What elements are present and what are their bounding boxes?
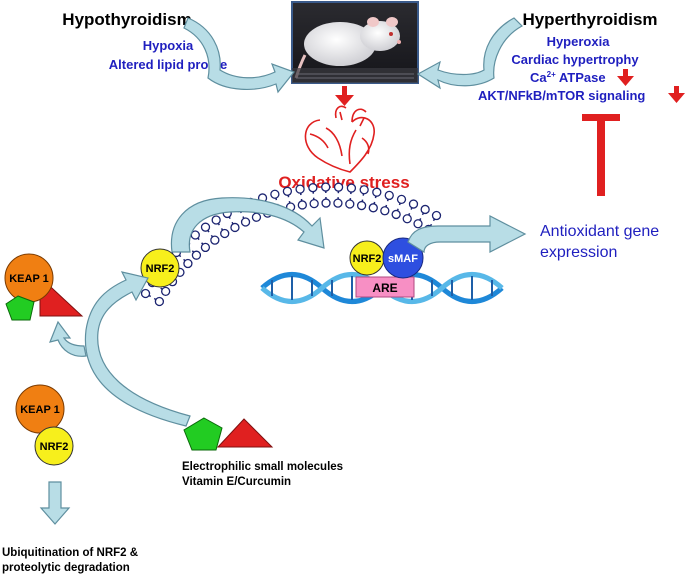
keap1-top-label: KEAP 1 [9,273,49,285]
nrf2-free-circle [140,248,180,288]
smaf-label: sMAF [388,253,418,265]
lipid-head [391,209,401,220]
lipid-head [183,258,193,269]
rat-photo [291,1,419,84]
lipid-head [282,186,293,196]
rat-to-heart-arrow [335,86,354,106]
are-element [355,276,415,298]
lipid-head [431,210,442,221]
lipid-head [297,200,307,210]
are-label: ARE [372,281,397,295]
lipid-head [270,189,280,199]
electrophile-pentagon [5,295,35,321]
lipid-head [211,215,221,225]
akt-signaling-label: AKT/NFkB/mTOR signaling [478,88,645,103]
lipid-head [372,187,382,197]
smaf-circle [382,237,424,279]
expression-label: expression [540,244,617,261]
lipid-head [191,250,202,260]
keap1-bottom-label: KEAP 1 [20,404,60,416]
electrophilic-label: Electrophilic small molecules [182,461,343,473]
lipid-head [420,204,430,215]
electrophile-triangle-free [216,418,274,448]
hyperthyroidism-title: Hyperthyroidism [522,10,657,29]
lipid-head [345,199,355,209]
lipid-head [308,183,318,193]
nrf2-free-label: NRF2 [146,263,175,275]
lipid-head [295,184,305,194]
inhibit-bar-icon [582,114,620,196]
lipid-head [396,194,407,205]
lipid-head [333,198,343,208]
lipid-head [408,199,419,209]
electrophile-pentagon-free [183,417,223,451]
hypo-to-rat-arrow [183,17,295,94]
nrf2-bound-label: NRF2 [40,441,69,453]
lipid-head [200,242,211,253]
ubiquitination-label: Ubiquitination of NRF2 & [2,547,138,559]
gene-expression-arrow [407,215,527,254]
lipid-profile-label: Altered lipid profile [109,57,227,72]
lipid-head [384,190,394,201]
nrf2-translocation-arrow [170,197,325,253]
lipid-head [200,222,211,232]
lipid-head [402,214,412,224]
lipid-head [413,219,423,229]
lipid-head [251,212,262,222]
down-arrow-icon [668,86,685,103]
lipid-head [356,200,367,211]
lipid-head [321,182,331,192]
hyper-to-rat-arrow [416,17,523,90]
lipid-head [161,286,171,297]
keap1-modification-arrow [49,320,87,357]
lipid-head [309,198,319,209]
heart-icon [304,105,375,173]
lipid-head [346,183,357,193]
vitamin-label: Vitamin E/Curcumin [182,476,291,488]
lipid-head [368,203,378,213]
lipid-head [240,217,251,227]
nrf2-release-arrow [84,271,191,427]
lipid-head [359,185,369,195]
down-arrow-icon [617,69,634,86]
lipid-head [210,235,220,245]
lipid-head [380,206,390,216]
lipid-head [220,228,230,239]
hyperoxia-label: Hyperoxia [547,34,611,49]
ca-atpase-label: Ca2+ ATPase [530,70,606,85]
degradation-arrow [39,481,71,525]
lipid-head [230,222,240,233]
hypothyroidism-title: Hypothyroidism [62,10,191,29]
lipid-head [140,288,151,299]
lipid-head [154,296,165,307]
hypoxia-label: Hypoxia [143,38,194,53]
lipid-head [333,182,344,192]
antioxidant-gene-label: Antioxidant gene [540,223,659,240]
nrf2-nuclear-label: NRF2 [353,253,382,265]
proteolytic-label: proteolytic degradation [2,562,130,574]
nrf2-bound-circle [34,426,74,466]
lipid-head [321,198,331,208]
cardiac-hypertrophy-label: Cardiac hypertrophy [511,52,639,67]
